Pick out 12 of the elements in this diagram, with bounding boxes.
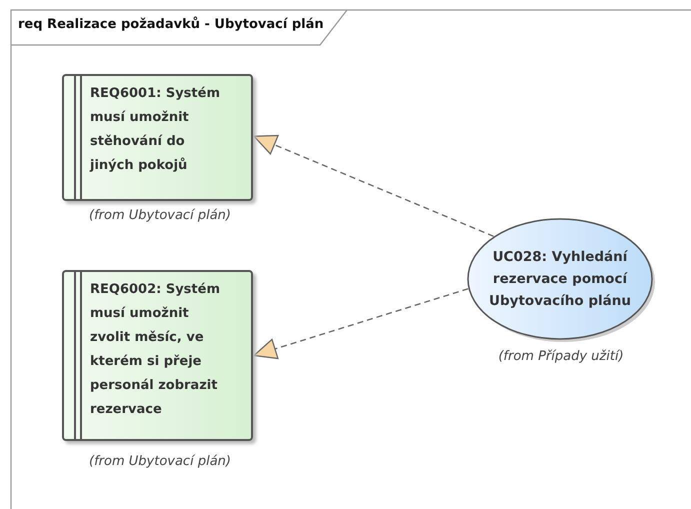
- node-text: REQ6001: Systém musí umožnit stěhování do jiných pokojů: [90, 86, 220, 173]
- origin-note: (from Ubytovací plán): [89, 208, 231, 223]
- use-case-ellipse: [467, 218, 653, 340]
- frame-title: req Realizace požadavků - Ubytovací plán: [18, 17, 324, 32]
- origin-note: (from Ubytovací plán): [89, 454, 231, 469]
- realization-arrow: [253, 288, 468, 360]
- requirement-box: [62, 74, 253, 201]
- requirement-box: [62, 270, 253, 441]
- node-text: UC028: Vyhledání rezervace pomocí Ubytovacího plánu: [488, 248, 632, 311]
- origin-note: (from Případy užití): [498, 349, 624, 364]
- realization-arrow: [253, 134, 494, 237]
- node-text: REQ6002: Systém musí umožnit zvolit měsíc, ve kterém si přeje personál zobrazit rezervace: [90, 282, 220, 417]
